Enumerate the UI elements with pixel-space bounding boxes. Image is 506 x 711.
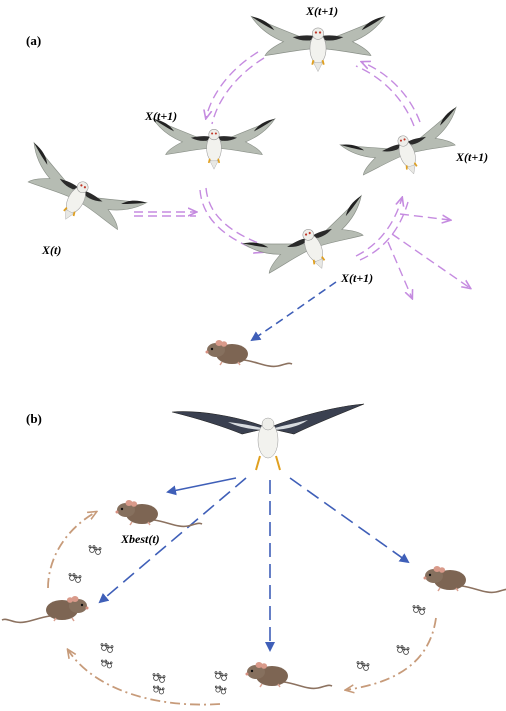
label-x-t1-right: X(t+1)	[456, 150, 489, 164]
panel-a-label: (a)	[26, 33, 42, 48]
blue-arrows	[98, 477, 410, 652]
pawprint-icon	[152, 673, 166, 683]
pawprint-icon	[214, 671, 228, 681]
pawprint-icon	[214, 685, 227, 695]
pawprint-icon	[88, 545, 102, 555]
rat-icon	[114, 499, 203, 528]
pawprint-icon	[396, 645, 410, 655]
pawprint-icon	[356, 661, 370, 671]
purple-arrows	[134, 51, 470, 298]
pawprint-icon	[412, 605, 426, 615]
label-x-t1-bottom: X(t+1)	[341, 271, 374, 285]
rat-icon	[204, 339, 293, 368]
blue-attack-arrow	[250, 281, 337, 342]
pawprint-icon	[68, 573, 82, 583]
label-x-t: X(t)	[42, 243, 62, 257]
panel-a	[8, 15, 473, 368]
brown-path-arrows	[47, 512, 437, 706]
label-x-t1-top: X(t+1)	[306, 4, 339, 18]
panel-b	[1, 403, 506, 706]
pawprint-icon	[152, 685, 165, 695]
panel-b-label: (b)	[26, 411, 42, 426]
pawprint-icon	[100, 659, 113, 669]
kite-bird-icon	[250, 15, 386, 73]
kite-bird-icon	[339, 106, 473, 194]
label-x-t1-left: X(t+1)	[145, 109, 178, 123]
rat-icon	[244, 661, 333, 690]
rat-icon	[422, 565, 506, 594]
kite-bird-icon	[152, 117, 276, 171]
pawprint-icon	[100, 643, 114, 653]
kite-bird-icon	[8, 141, 148, 251]
label-xbest: Xbest(t)	[121, 532, 160, 546]
kite-bird-icon	[171, 403, 365, 471]
rat-icon	[1, 595, 90, 624]
